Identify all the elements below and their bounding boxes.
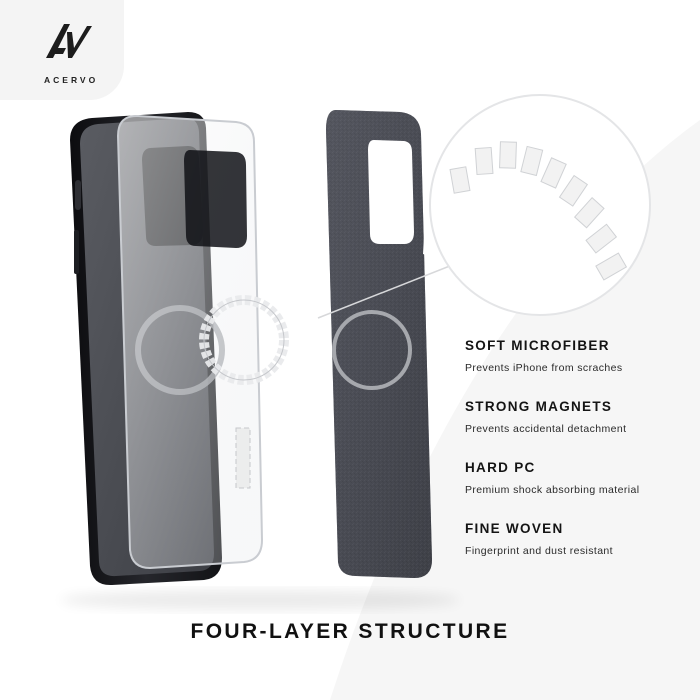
page-title: FOUR-LAYER STRUCTURE [190, 620, 510, 643]
feature-description: Prevents accidental detachment [465, 423, 627, 435]
feature-title: SOFT MICROFIBER [465, 338, 610, 353]
brand-logo-badge: ACERVO [0, 0, 124, 100]
microfiber-lining [326, 110, 440, 578]
ground-shadow [60, 590, 460, 610]
feature-title: STRONG MAGNETS [465, 399, 613, 414]
acervo-logo-icon [46, 24, 92, 58]
feature-list: SOFT MICROFIBER Prevents iPhone from scr… [465, 338, 695, 582]
clear-pc-shell [116, 114, 289, 570]
callout-line [317, 257, 471, 319]
feature-item: SOFT MICROFIBER Prevents iPhone from scr… [465, 338, 695, 399]
feature-item: FINE WOVEN Fingerprint and dust resistan… [465, 521, 695, 582]
feature-title: FINE WOVEN [465, 521, 564, 536]
feature-item: STRONG MAGNETS Prevents accidental detac… [465, 399, 695, 460]
feature-item: HARD PC Premium shock absorbing material [465, 460, 695, 521]
feature-description: Premium shock absorbing material [465, 484, 640, 496]
magnet-detail-zoom [429, 94, 651, 316]
brand-name: ACERVO [44, 75, 99, 85]
feature-description: Fingerprint and dust resistant [465, 545, 613, 557]
feature-description: Prevents iPhone from scraches [465, 362, 623, 374]
feature-title: HARD PC [465, 460, 536, 475]
